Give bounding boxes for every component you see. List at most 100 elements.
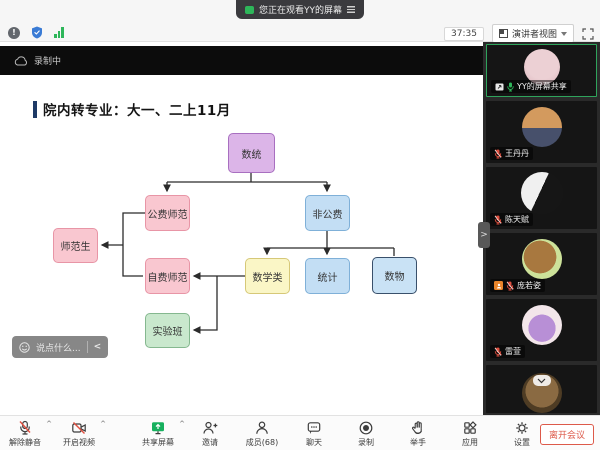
watching-screen-banner[interactable]: 您正在观看YY的屏幕 xyxy=(236,0,364,19)
recording-bar: 录制中 xyxy=(0,46,483,75)
participant-tile[interactable]: 庞若姿 xyxy=(486,233,597,295)
members-button[interactable]: 成员(68) xyxy=(243,419,281,448)
participant-tile[interactable]: 陈天赋 xyxy=(486,167,597,229)
leave-meeting-button[interactable]: 离开会议 xyxy=(539,424,594,445)
avatar xyxy=(521,239,562,279)
chevron-down-icon xyxy=(561,31,567,36)
start-video-label: 开启视频 xyxy=(63,438,95,447)
record-icon xyxy=(358,419,374,436)
participant-name: YY的屏幕共享 xyxy=(517,82,567,91)
security-shield-icon[interactable] xyxy=(31,26,43,39)
divider xyxy=(86,341,88,353)
flow-node-feigongfei: 非公费 xyxy=(305,195,350,231)
camera-off-icon xyxy=(71,419,87,436)
share-screen-button[interactable]: 共享屏幕 ^ xyxy=(139,419,185,448)
flow-node-shuwu: 数物 xyxy=(372,257,417,294)
cloud-recording-icon xyxy=(14,55,27,65)
fullscreen-icon[interactable] xyxy=(582,27,594,40)
slide-title: 院内转专业：大一、二上11月 xyxy=(33,99,231,119)
participant-name: 庞若姿 xyxy=(517,281,541,290)
record-label: 录制 xyxy=(358,438,374,447)
flow-node-shuxuelei: 数学类 xyxy=(245,258,290,294)
mic-muted-icon xyxy=(506,280,514,290)
flow-node-gongfei: 公费师范 xyxy=(145,195,190,231)
flow-node-shutong: 数统 xyxy=(228,133,275,173)
mic-options-chevron[interactable]: ^ xyxy=(46,420,52,428)
layout-view-icon xyxy=(498,29,508,38)
chat-label: 聊天 xyxy=(306,438,322,447)
chat-placeholder: 说点什么... xyxy=(36,343,81,354)
chat-collapse-icon[interactable]: < xyxy=(93,342,102,352)
banner-menu-icon[interactable] xyxy=(347,6,355,13)
settings-button[interactable]: 设置 xyxy=(503,419,541,448)
record-button[interactable]: 录制 xyxy=(347,419,385,448)
chat-bubble-icon xyxy=(306,419,322,436)
invite-person-icon xyxy=(202,419,218,436)
watching-screen-label: 您正在观看YY的屏幕 xyxy=(259,6,342,16)
view-mode-dropdown[interactable]: 演讲者视图 xyxy=(491,24,574,43)
participant-tile[interactable]: 王丹丹 xyxy=(486,101,597,163)
scroll-more-participants-button[interactable] xyxy=(532,375,551,386)
participant-tile-screen-share[interactable]: YY的屏幕共享 xyxy=(486,44,597,97)
participant-name: 陈天赋 xyxy=(505,215,529,224)
share-options-chevron[interactable]: ^ xyxy=(179,420,185,428)
sharing-screen-icon xyxy=(495,83,504,90)
chevron-down-icon xyxy=(537,378,546,383)
network-signal-icon[interactable] xyxy=(54,27,64,38)
host-badge-icon xyxy=(494,281,503,290)
meeting-info-icon[interactable]: ! xyxy=(8,26,20,39)
meeting-header: 您正在观看YY的屏幕 ! 37:35 演讲者视图 xyxy=(0,0,600,43)
flowchart-connectors xyxy=(100,173,395,334)
participant-tile[interactable]: 雷萱 xyxy=(486,299,597,361)
chat-button[interactable]: 聊天 xyxy=(295,419,333,448)
raise-hand-button[interactable]: 举手 xyxy=(399,419,437,448)
mic-muted-icon xyxy=(494,214,502,224)
apps-grid-icon xyxy=(462,419,478,436)
unmute-label: 解除静音 xyxy=(9,438,41,447)
raised-hand-icon xyxy=(410,419,426,436)
participants-sidebar: > YY的屏幕共享 王丹丹 xyxy=(478,42,600,415)
meeting-timer: 37:35 xyxy=(444,26,484,41)
quick-chat-input[interactable]: 说点什么... < xyxy=(12,336,109,358)
mic-on-icon xyxy=(507,82,514,91)
participant-tile-partial[interactable] xyxy=(486,365,597,413)
video-options-chevron[interactable]: ^ xyxy=(100,420,106,428)
raise-hand-label: 举手 xyxy=(410,438,426,447)
flow-node-shiyanban: 实验班 xyxy=(145,313,190,348)
title-accent-bar xyxy=(33,100,37,118)
mic-muted-icon xyxy=(17,419,33,436)
meeting-status-icons: ! xyxy=(8,26,64,39)
share-screen-icon xyxy=(150,419,166,436)
mic-muted-icon xyxy=(494,346,502,356)
members-icon xyxy=(254,419,270,436)
flow-node-shifansheng: 师范生 xyxy=(53,228,98,263)
avatar xyxy=(523,49,560,85)
bottom-toolbar: 解除静音 ^ 开启视频 ^ 共享屏幕 xyxy=(0,415,600,450)
apps-label: 应用 xyxy=(462,438,478,447)
recording-label: 录制中 xyxy=(34,57,62,67)
header-right-controls: 37:35 演讲者视图 xyxy=(444,24,594,43)
smiley-icon xyxy=(19,341,30,353)
unmute-button[interactable]: 解除静音 ^ xyxy=(6,419,52,448)
settings-label: 设置 xyxy=(514,438,530,447)
sidebar-collapse-handle[interactable]: > xyxy=(478,222,490,248)
avatar xyxy=(521,107,562,147)
participant-name: 王丹丹 xyxy=(505,149,529,158)
start-video-button[interactable]: 开启视频 ^ xyxy=(60,419,106,448)
view-mode-label: 演讲者视图 xyxy=(511,30,557,40)
screen-share-area: 录制中 院内转专业：大一、二上11月 数统 公费师范 非公费 xyxy=(0,42,483,415)
slide-title-text: 院内转专业：大一、二上11月 xyxy=(43,103,231,119)
mic-muted-icon xyxy=(494,148,502,158)
flow-node-tongji: 统计 xyxy=(305,258,350,294)
screen-share-status-icon xyxy=(245,5,254,14)
gear-icon xyxy=(514,419,530,436)
members-label: 成员(68) xyxy=(245,438,279,447)
invite-button[interactable]: 邀请 xyxy=(191,419,229,448)
share-screen-label: 共享屏幕 xyxy=(142,438,174,447)
flow-node-zifei: 自费师范 xyxy=(145,258,190,294)
participant-name: 雷萱 xyxy=(505,347,521,356)
avatar xyxy=(521,305,562,345)
invite-label: 邀请 xyxy=(202,438,218,447)
avatar xyxy=(520,172,563,214)
apps-button[interactable]: 应用 xyxy=(451,419,489,448)
